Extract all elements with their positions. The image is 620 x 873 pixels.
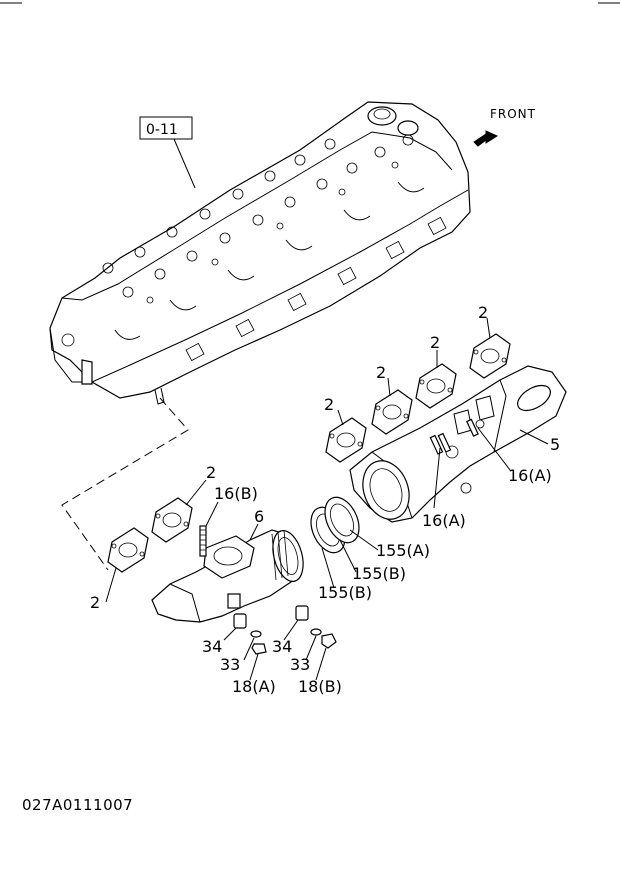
callout-manifold-front: 6 — [254, 507, 264, 526]
callout-labels: 2 2 2 2 5 16(A) 16(A) 155(A) 155(B) 155(… — [90, 303, 560, 696]
callout-spacer-1: 34 — [202, 637, 222, 656]
rear-exhaust-manifold — [349, 365, 567, 523]
gasket-5 — [151, 497, 193, 543]
gasket-set-front — [107, 497, 193, 573]
gasket-set-rear — [325, 333, 511, 463]
fasteners — [233, 605, 337, 655]
gasket-3 — [415, 363, 457, 409]
diagram-code: 027A0111007 — [22, 796, 133, 814]
callout-gasket-3: 2 — [430, 333, 440, 352]
reference-box: 0-11 — [139, 116, 196, 189]
callout-manifold-rear: 5 — [550, 435, 560, 454]
callout-gasket-5: 2 — [206, 463, 216, 482]
callout-spacer-2: 34 — [272, 637, 292, 656]
callout-ring-b-2: 155(B) — [318, 583, 372, 602]
gasket-4 — [469, 333, 511, 379]
stud-16b — [199, 525, 207, 557]
callout-stud-a-lower: 16(A) — [422, 511, 466, 530]
front-arrow-icon — [473, 130, 499, 147]
callout-gasket-4: 2 — [478, 303, 488, 322]
leader-lines — [105, 317, 549, 681]
gasket-2 — [371, 389, 413, 435]
reference-box-label: 0-11 — [146, 122, 178, 138]
front-exhaust-manifold — [151, 529, 304, 623]
front-direction-indicator: FRONT — [473, 107, 536, 147]
callout-gasket-1: 2 — [324, 395, 334, 414]
seal-rings — [310, 496, 360, 554]
callout-ring-b-1: 155(B) — [352, 564, 406, 583]
callout-gasket-6: 2 — [90, 593, 100, 612]
callout-washer-1: 33 — [220, 655, 240, 674]
callout-stud-a-upper: 16(A) — [508, 466, 552, 485]
callout-ring-a: 155(A) — [376, 541, 430, 560]
cylinder-head-drawing — [49, 101, 471, 405]
callout-gasket-2: 2 — [376, 363, 386, 382]
front-label: FRONT — [490, 107, 536, 121]
installation-leader — [61, 397, 189, 571]
callout-washer-2: 33 — [290, 655, 310, 674]
callout-stud-b: 16(B) — [214, 484, 258, 503]
callout-nut-b: 18(B) — [298, 677, 342, 696]
gasket-6 — [107, 527, 149, 573]
gasket-1 — [325, 417, 367, 463]
callout-nut-a: 18(A) — [232, 677, 276, 696]
